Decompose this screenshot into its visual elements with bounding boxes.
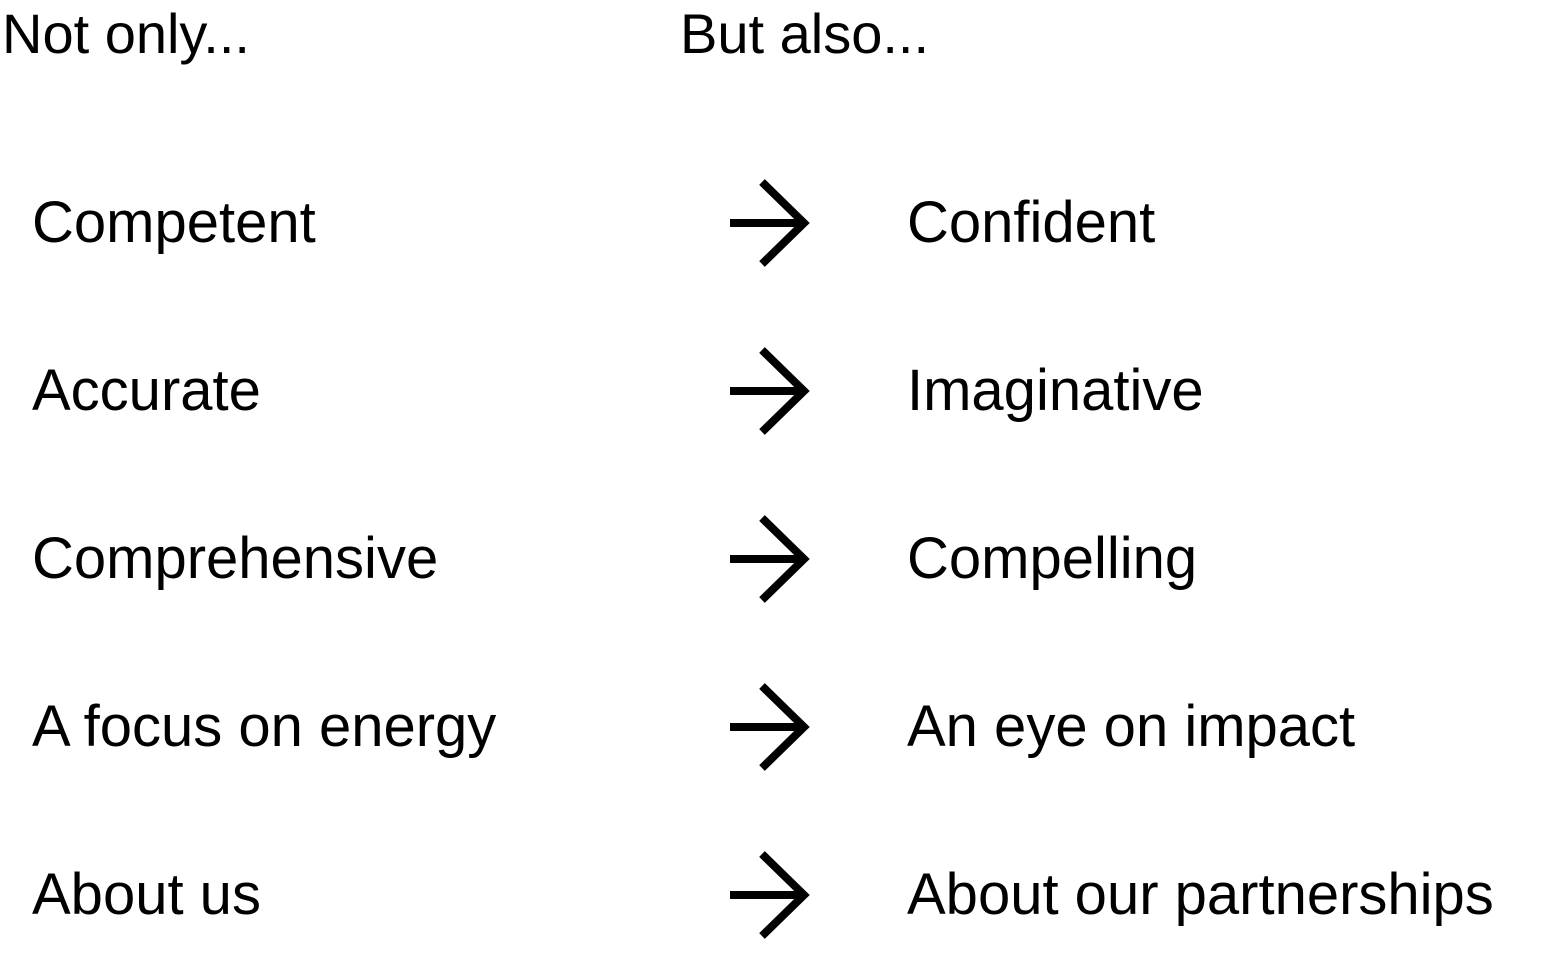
row-from-label: Competent <box>32 190 316 255</box>
header-but-also: But also... <box>680 2 930 65</box>
row-from-label: Comprehensive <box>32 526 439 591</box>
row-to-label: Confident <box>907 190 1156 255</box>
comparison-row: Comprehensive Compelling <box>0 509 1546 609</box>
row-from-label: Accurate <box>32 358 261 423</box>
row-to-label: Imaginative <box>907 358 1204 423</box>
comparison-row: A focus on energy An eye on impact <box>0 677 1546 777</box>
arrow-right-icon <box>730 179 810 267</box>
arrow-right-icon <box>730 851 810 939</box>
comparison-row: Accurate Imaginative <box>0 341 1546 441</box>
row-from-label: A focus on energy <box>32 694 497 759</box>
comparison-row: About us About our partnerships <box>0 845 1546 945</box>
row-to-label: About our partnerships <box>907 862 1494 927</box>
arrow-right-icon <box>730 515 810 603</box>
arrow-right-icon <box>730 347 810 435</box>
row-to-label: An eye on impact <box>907 694 1356 759</box>
row-to-label: Compelling <box>907 526 1198 591</box>
header-not-only: Not only... <box>2 2 250 65</box>
arrow-right-icon <box>730 683 810 771</box>
row-from-label: About us <box>32 862 261 927</box>
comparison-row: Competent Confident <box>0 173 1546 273</box>
